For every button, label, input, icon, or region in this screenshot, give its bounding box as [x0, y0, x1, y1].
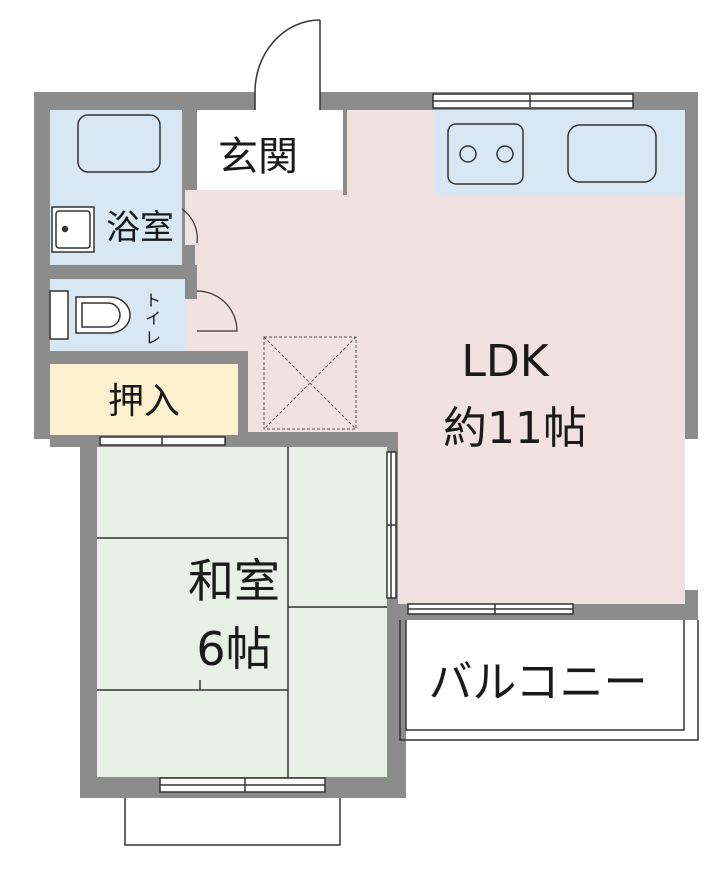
- kitchen-fixtures: [447, 123, 657, 185]
- balcony-area: [399, 620, 699, 741]
- small-balcony: [124, 798, 341, 846]
- genkan-label: 玄関: [218, 134, 298, 180]
- genkan-floor: [197, 110, 343, 190]
- closet-label: 押入: [108, 381, 180, 422]
- washitsu-size-label: 6帖: [196, 622, 271, 676]
- toilet-label-char-3: レ: [145, 328, 161, 347]
- entrance-door: [254, 19, 321, 110]
- kitchen-counter: [433, 110, 685, 196]
- sink: [567, 124, 657, 183]
- bath-door: [181, 208, 198, 244]
- tatami-mats: [97, 447, 387, 777]
- washitsu-floor: [97, 447, 387, 777]
- bathtub: [77, 114, 161, 173]
- washitsu-name-label: 和室: [188, 554, 280, 608]
- toilet-label-char-1: ト: [145, 291, 161, 310]
- toilet-fixtures: [49, 290, 238, 340]
- toilet-door: [196, 290, 238, 332]
- wash-basin: [51, 206, 95, 253]
- storage-hatch: [263, 336, 357, 430]
- burner-left-icon: [459, 145, 477, 163]
- windows: [99, 93, 634, 793]
- balcony-label: バルコニー: [428, 657, 647, 708]
- bath-label: 浴室: [106, 208, 174, 248]
- bath-fixtures: [51, 114, 198, 253]
- burner-right-icon: [496, 145, 514, 163]
- toilet-label-char-2: イ: [145, 309, 161, 328]
- toilet-label: ト イ レ: [145, 291, 161, 347]
- ldk-name-label: LDK: [461, 336, 549, 387]
- stove: [447, 123, 524, 185]
- closet-floor: [50, 364, 238, 435]
- toilet-tank: [49, 290, 69, 340]
- ldk-size-label: 約11帖: [443, 403, 587, 454]
